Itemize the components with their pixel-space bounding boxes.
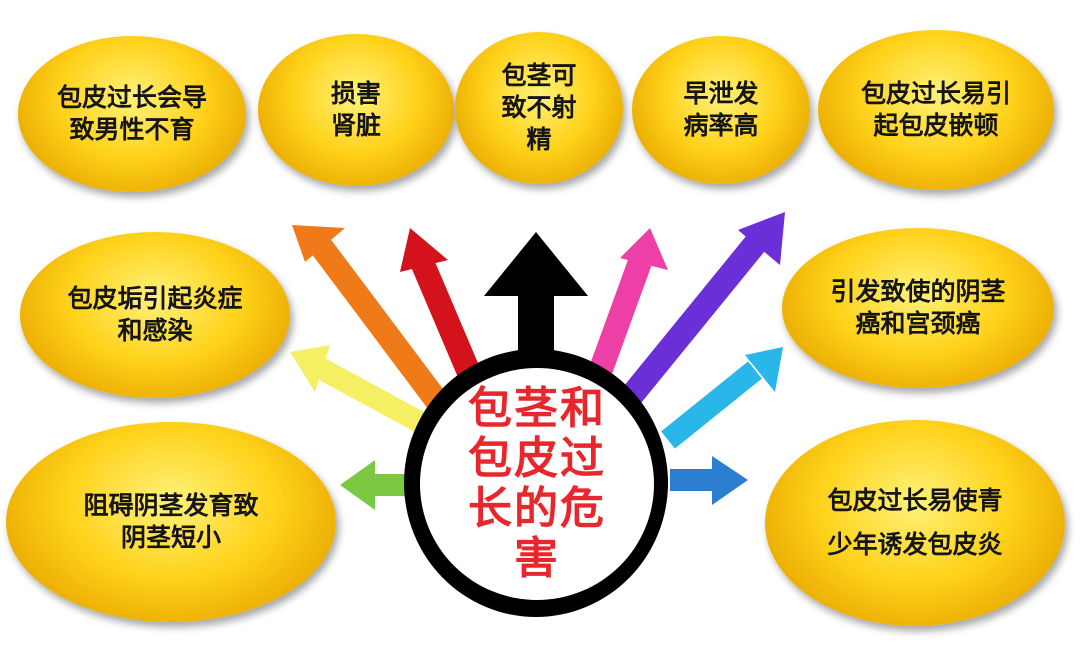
arrow-red <box>400 228 482 380</box>
bubble-inflammation: 包皮垢引起炎症和感染 <box>20 232 290 398</box>
bubble-label: 包皮过长会导致男性不育 <box>57 83 208 144</box>
bubble-label: 包皮过长易引起包皮嵌顿 <box>861 79 1012 140</box>
arrow-black <box>484 232 588 362</box>
arrow-pink <box>588 228 668 377</box>
arrow-purple <box>618 212 785 408</box>
bubble-balanitis: 包皮过长易使青少年诱发包皮炎 <box>765 420 1065 626</box>
arrow-orange <box>292 225 450 413</box>
arrow-cyan <box>661 347 783 449</box>
bubble-development: 阻碍阴茎发育致阴茎短小 <box>6 422 336 622</box>
bubble-cancer: 引发致使的阴茎癌和宫颈癌 <box>782 228 1054 388</box>
bubble-label: 损害肾脏 <box>330 79 381 140</box>
bubble-label: 包茎可致不射精 <box>501 61 577 154</box>
center-circle: 包茎和包皮过长的危害 <box>420 368 654 600</box>
bubble-kidney-damage: 损害肾脏 <box>258 34 454 186</box>
bubble-paraphimosis: 包皮过长易引起包皮嵌顿 <box>818 30 1054 190</box>
bubble-label: 包皮垢引起炎症和感染 <box>67 284 243 345</box>
bubble-label: 包皮过长易使青少年诱发包皮炎 <box>827 486 1003 559</box>
bubble-label: 引发致使的阴茎癌和宫颈癌 <box>830 277 1006 338</box>
bubble-label: 阻碍阴茎发育致阴茎短小 <box>83 491 259 552</box>
center-title: 包茎和包皮过长的危害 <box>468 383 606 584</box>
arrow-yellow <box>290 345 431 435</box>
bubble-anejaculation: 包茎可致不射精 <box>455 32 623 184</box>
bubble-premature-ejaculation: 早泄发病率高 <box>632 36 810 184</box>
arrow-blue <box>670 456 748 505</box>
bubble-infertility: 包皮过长会导致男性不育 <box>18 36 246 192</box>
bubble-label: 早泄发病率高 <box>683 79 759 140</box>
